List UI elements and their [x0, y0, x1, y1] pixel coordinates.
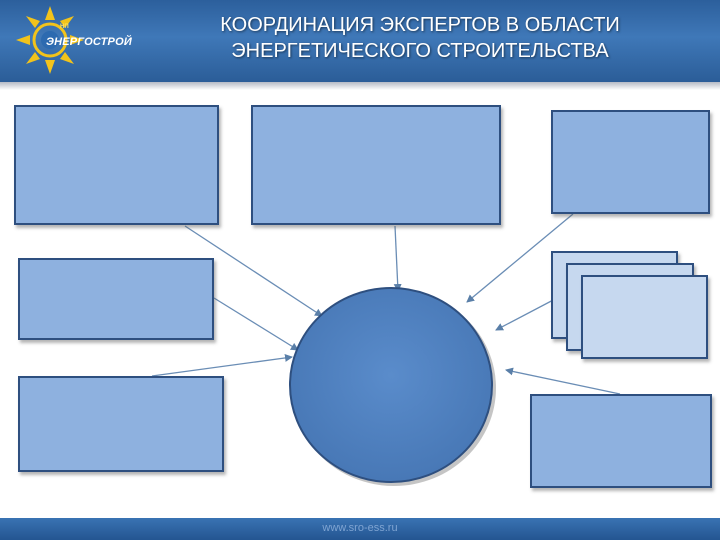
- box-bottom-right: [530, 394, 712, 488]
- center-ellipse: [289, 287, 493, 483]
- connector-middle-left: [213, 297, 299, 351]
- box-middle-left: [18, 258, 214, 340]
- connector-top-center: [393, 225, 402, 292]
- footer-bar: [0, 518, 720, 540]
- page-title: КООРДИНАЦИЯ ЭКСПЕРТОВ В ОБЛАСТИ ЭНЕРГЕТИ…: [150, 12, 690, 64]
- header-shadow: [0, 82, 720, 90]
- logo-brand-text: ЭНЕРГОСТРОЙ: [46, 36, 132, 48]
- box-top-right: [551, 110, 710, 214]
- connector-top-left: [184, 225, 323, 317]
- box-top-center: [251, 105, 501, 225]
- connector-bottom-right: [505, 367, 621, 395]
- stacked-card-front: [581, 275, 708, 359]
- logo-np-label: НП: [60, 24, 69, 30]
- logo-sun-icon: [16, 6, 84, 74]
- footer-url[interactable]: www.sro-ess.ru: [322, 522, 398, 534]
- header-bar: [0, 0, 720, 82]
- title-line-2: ЭНЕРГЕТИЧЕСКОГО СТРОИТЕЛЬСТВА: [231, 40, 609, 62]
- energostroy-logo: НП ЭНЕРГОСТРОЙ: [10, 4, 132, 78]
- connector-bottom-left: [151, 353, 293, 377]
- connector-top-right: [466, 213, 574, 303]
- box-top-left: [14, 105, 219, 225]
- title-line-1: КООРДИНАЦИЯ ЭКСПЕРТОВ В ОБЛАСТИ: [220, 14, 620, 36]
- box-bottom-left: [18, 376, 224, 472]
